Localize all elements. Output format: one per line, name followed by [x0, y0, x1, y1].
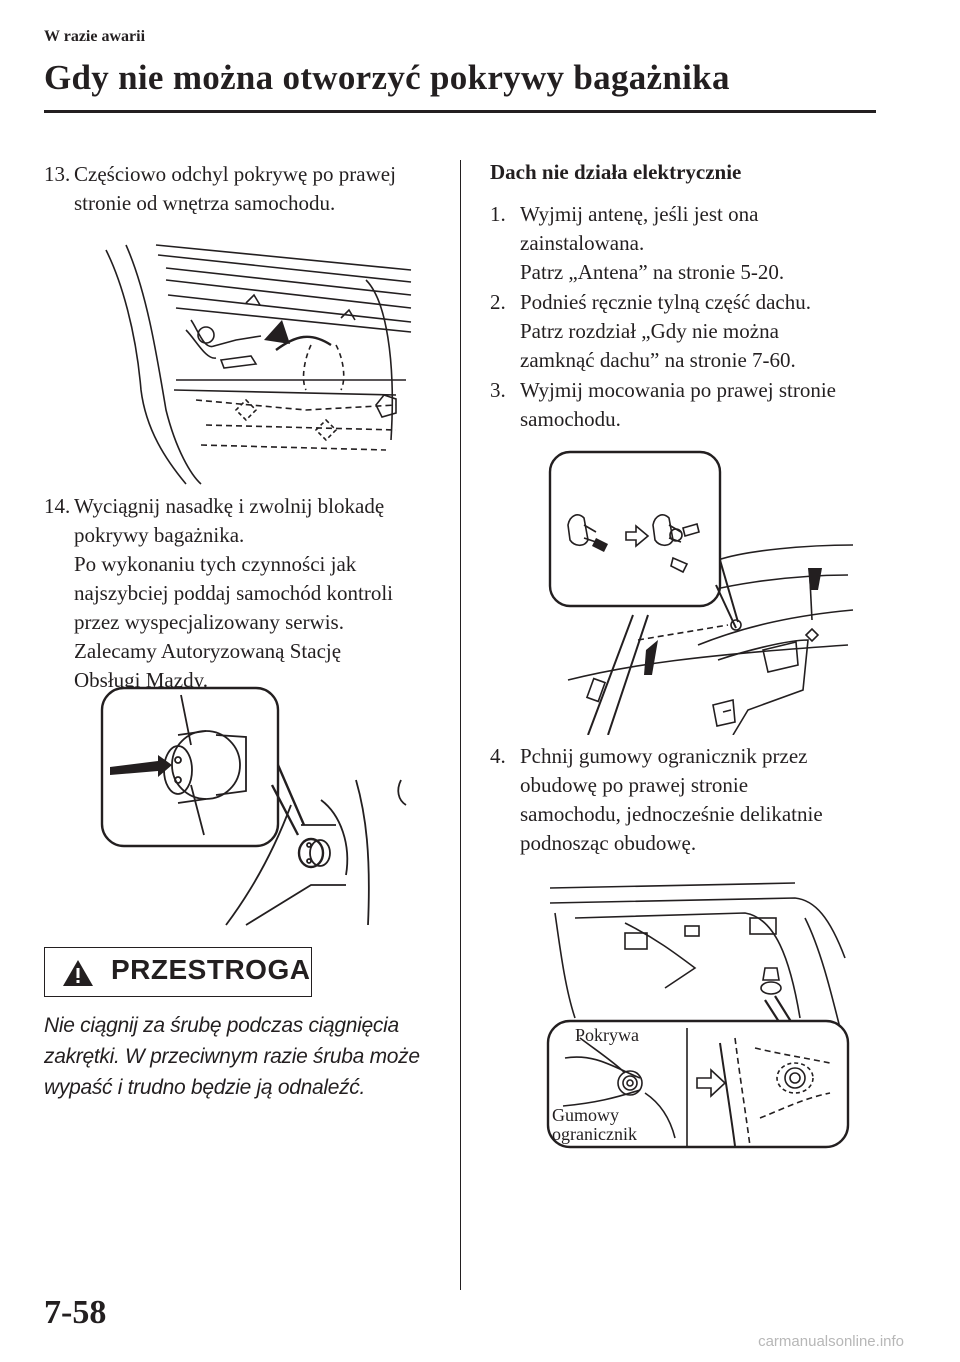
step-2-line: zamknąć dachu” na stronie 7-60. [520, 348, 796, 372]
caution-title: PRZESTROGA [111, 954, 311, 985]
step-4-line: obudowę po prawej stronie [520, 773, 749, 797]
page-number: 7-58 [44, 1294, 107, 1331]
step-13-line: stronie od wnętrza samochodu. [74, 191, 336, 215]
column-divider [460, 160, 461, 1290]
step-2-line: Podnieś ręcznie tylną część dachu. [520, 290, 811, 314]
step-3-number: 3. [490, 378, 506, 402]
step-14-line: Wyciągnij nasadkę i zwolnij blokadę [74, 494, 385, 518]
rubber-stopper-illustration [546, 882, 850, 1149]
step-13: 13. Częściowo odchyl pokrywę po prawej s… [44, 160, 444, 218]
watermark: carmanualsonline.info [758, 1333, 904, 1350]
step-13-number: 13. [44, 162, 71, 186]
step-1: 1. Wyjmij antenę, jeśli jest ona zainsta… [490, 200, 890, 287]
step-1-line: Patrz „Antena” na stronie 5-20. [520, 260, 785, 284]
step-4-number: 4. [490, 744, 506, 768]
label-cover: Pokrywa [575, 1025, 639, 1045]
caution-box: PRZESTROGA [44, 947, 312, 997]
step-14-line: pokrywy bagażnika. [74, 523, 245, 547]
step-2-line: Patrz rozdział „Gdy nie można [520, 319, 779, 343]
step-1-number: 1. [490, 202, 506, 226]
step-14: 14. Wyciągnij nasadkę i zwolnij blokadę … [44, 492, 444, 695]
step-14-line: Zalecamy Autoryzowaną Stację [74, 639, 342, 663]
step-14-number: 14. [44, 494, 71, 518]
step-13-line: Częściowo odchyl pokrywę po prawej [74, 162, 396, 186]
step-1-line: zainstalowana. [520, 231, 645, 255]
caution-text: Nie ciągnij za śrubę podczas ciągnięcia … [44, 1010, 424, 1103]
step-3: 3. Wyjmij mocowania po prawej stronie sa… [490, 376, 890, 434]
step-3-line: samochodu. [520, 407, 621, 431]
retainer-removal-illustration [548, 450, 854, 735]
subsection-heading: Dach nie działa elektrycznie [490, 160, 742, 184]
step-14-line: Po wykonaniu tych czynności jak [74, 552, 357, 576]
title-rule [44, 110, 876, 113]
step-14-line: najszybciej poddaj samochód kontroli [74, 581, 394, 605]
step-2-number: 2. [490, 290, 506, 314]
release-cap-illustration [100, 686, 407, 926]
warning-triangle-icon [63, 960, 93, 986]
step-4-line: Pchnij gumowy ogranicznik przez [520, 744, 808, 768]
trunk-lid-illustration [105, 244, 412, 485]
caution-line: Nie ciągnij za śrubę podczas ciągnięcia [44, 1014, 399, 1037]
step-4: 4. Pchnij gumowy ogranicznik przez obudo… [490, 742, 890, 858]
page-title: Gdy nie można otworzyć pokrywy bagażnika [44, 58, 730, 97]
caution-line: wypaść i trudno będzie ją odnaleźć. [44, 1076, 366, 1099]
caution-line: zakrętki. W przeciwnym razie śruba może [44, 1045, 420, 1068]
step-4-line: podnosząc obudowę. [520, 831, 697, 855]
step-4-line: samochodu, jednocześnie delikatnie [520, 802, 823, 826]
section-label: W razie awarii [44, 28, 146, 45]
label-stopper-line1: Gumowy [552, 1105, 619, 1125]
step-1-line: Wyjmij antenę, jeśli jest ona [520, 202, 759, 226]
label-stopper-line2: ogranicznik [552, 1124, 637, 1144]
step-14-line: przez wyspecjalizowany serwis. [74, 610, 344, 634]
step-2: 2. Podnieś ręcznie tylną część dachu. Pa… [490, 288, 890, 375]
step-3-line: Wyjmij mocowania po prawej stronie [520, 378, 836, 402]
